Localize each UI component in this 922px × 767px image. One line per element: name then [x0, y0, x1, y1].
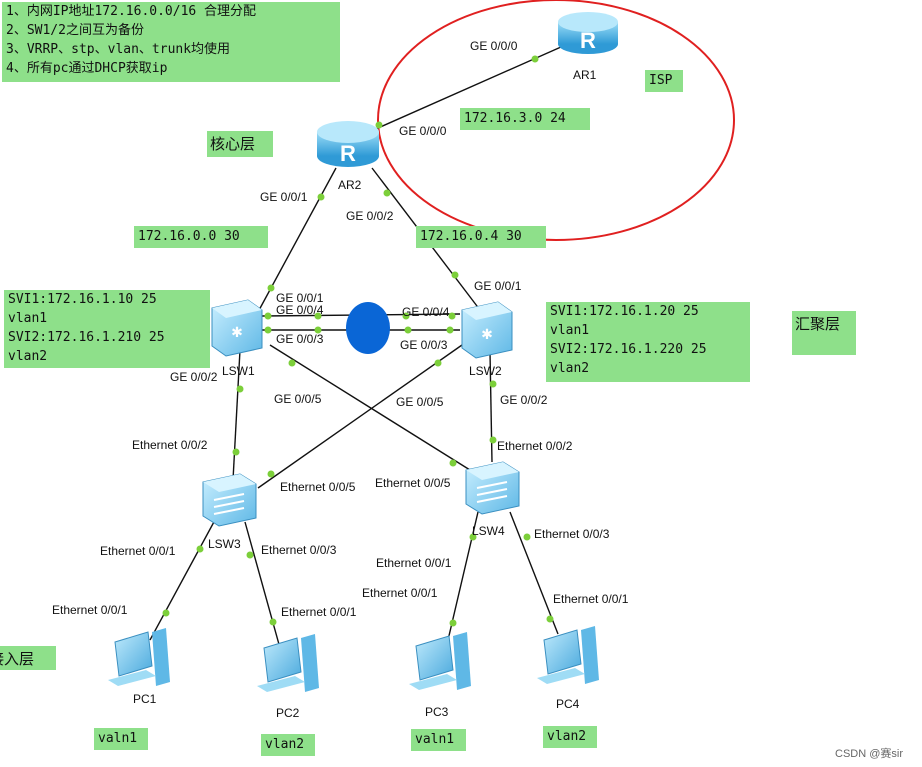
port-ar2-ge000: GE 0/0/0	[399, 124, 447, 138]
pc-pc1[interactable]	[108, 628, 170, 686]
port-lsw2-ge002: GE 0/0/2	[500, 393, 548, 407]
port-lsw1-ge004: GE 0/0/4	[276, 303, 324, 317]
svg-text:R: R	[580, 28, 596, 53]
switch-lsw1[interactable]: ✱	[211, 299, 263, 357]
port-lsw3-eth002: Ethernet 0/0/2	[132, 438, 208, 452]
label-pc2: PC2	[276, 706, 300, 720]
layer-core: 核心层	[207, 131, 273, 157]
isp-network-label: 172.16.3.0 24	[460, 108, 590, 130]
watermark: CSDN @赛sir	[835, 748, 903, 760]
vlan-label-pc1: valn1	[94, 728, 148, 750]
port-lsw2-ge004: GE 0/0/4	[402, 305, 450, 319]
port-lsw3-eth003: Ethernet 0/0/3	[261, 543, 337, 557]
switch-lsw2[interactable]: ✱	[461, 301, 513, 359]
requirements-note: 1、内网IP地址172.16.0.0/16 合理分配 2、SW1/2之间互为备份…	[2, 2, 340, 82]
svg-text:R: R	[340, 141, 356, 166]
label-ar1: AR1	[573, 68, 597, 82]
port-lsw3-eth001: Ethernet 0/0/1	[100, 544, 176, 558]
label-pc1: PC1	[133, 692, 157, 706]
link-lsw1-lsw3	[232, 349, 241, 481]
label-lsw4: LSW4	[472, 524, 505, 538]
isp-label: ISP	[645, 70, 683, 92]
port-pc3-eth001: Ethernet 0/0/1	[362, 586, 438, 600]
switch-lsw4[interactable]	[465, 461, 520, 515]
port-pc1-eth001: Ethernet 0/0/1	[52, 603, 128, 617]
label-lsw2: LSW2	[469, 364, 502, 378]
port-lsw1-ge003: GE 0/0/3	[276, 332, 324, 346]
router-ar2[interactable]: R	[317, 121, 379, 167]
net-right-label: 172.16.0.4 30	[416, 226, 546, 248]
port-ar1-ge000: GE 0/0/0	[470, 39, 518, 53]
vlan-label-pc4: vlan2	[543, 726, 597, 748]
net-left-label: 172.16.0.0 30	[134, 226, 268, 248]
link-lsw3-pc2	[244, 521, 281, 649]
link-lsw1-lsw4	[269, 344, 471, 471]
layer-access: 接入层	[0, 646, 56, 670]
port-lsw2-ge005: GE 0/0/5	[396, 395, 444, 409]
port-ar2-ge002: GE 0/0/2	[346, 209, 394, 223]
port-ar2-ge001: GE 0/0/1	[260, 190, 308, 204]
port-lsw4-eth005: Ethernet 0/0/5	[375, 476, 451, 490]
port-lsw1-ge002: GE 0/0/2	[170, 370, 218, 384]
port-lsw4-eth002: Ethernet 0/0/2	[497, 439, 573, 453]
label-pc3: PC3	[425, 705, 449, 719]
pc-pc4[interactable]	[537, 626, 599, 684]
router-ar1[interactable]: R	[558, 12, 618, 54]
port-lsw2-ge003: GE 0/0/3	[400, 338, 448, 352]
port-pc4-eth001: Ethernet 0/0/1	[553, 592, 629, 606]
port-dots	[162, 55, 554, 627]
lsw2-svi-note: SVI1:172.16.1.20 25 vlan1 SVI2:172.16.1.…	[546, 302, 750, 382]
label-lsw3: LSW3	[208, 537, 241, 551]
layer-aggregation: 汇聚层	[792, 311, 856, 355]
pc-pc3[interactable]	[409, 632, 471, 690]
link-lsw3-pc1	[149, 519, 216, 641]
link-lsw4-pc4	[509, 511, 559, 635]
label-ar2: AR2	[338, 178, 362, 192]
pc-pc2[interactable]	[257, 634, 319, 692]
port-lsw4-eth003: Ethernet 0/0/3	[534, 527, 610, 541]
label-pc4: PC4	[556, 697, 580, 711]
vlan-label-pc3: valn1	[411, 729, 466, 751]
link-lsw2-lsw4	[489, 351, 493, 463]
link-lsw2-lsw3	[257, 344, 463, 489]
vlan-label-pc2: vlan2	[261, 734, 315, 756]
port-lsw3-eth005: Ethernet 0/0/5	[280, 480, 356, 494]
isp-boundary	[377, 0, 735, 241]
svg-text:✱: ✱	[481, 327, 493, 343]
lsw1-svi-note: SVI1:172.16.1.10 25 vlan1 SVI2:172.16.1.…	[4, 290, 210, 368]
eth-trunk-marker	[346, 302, 390, 354]
port-lsw2-ge001: GE 0/0/1	[474, 279, 522, 293]
link-lsw4-pc3	[447, 511, 479, 641]
port-lsw1-ge001: GE 0/0/1	[276, 291, 324, 305]
port-lsw4-eth001: Ethernet 0/0/1	[376, 556, 452, 570]
port-lsw1-ge005: GE 0/0/5	[274, 392, 322, 406]
switch-lsw3[interactable]	[202, 473, 257, 527]
label-lsw1: LSW1	[222, 364, 255, 378]
svg-text:✱: ✱	[231, 325, 243, 341]
port-pc2-eth001: Ethernet 0/0/1	[281, 605, 357, 619]
